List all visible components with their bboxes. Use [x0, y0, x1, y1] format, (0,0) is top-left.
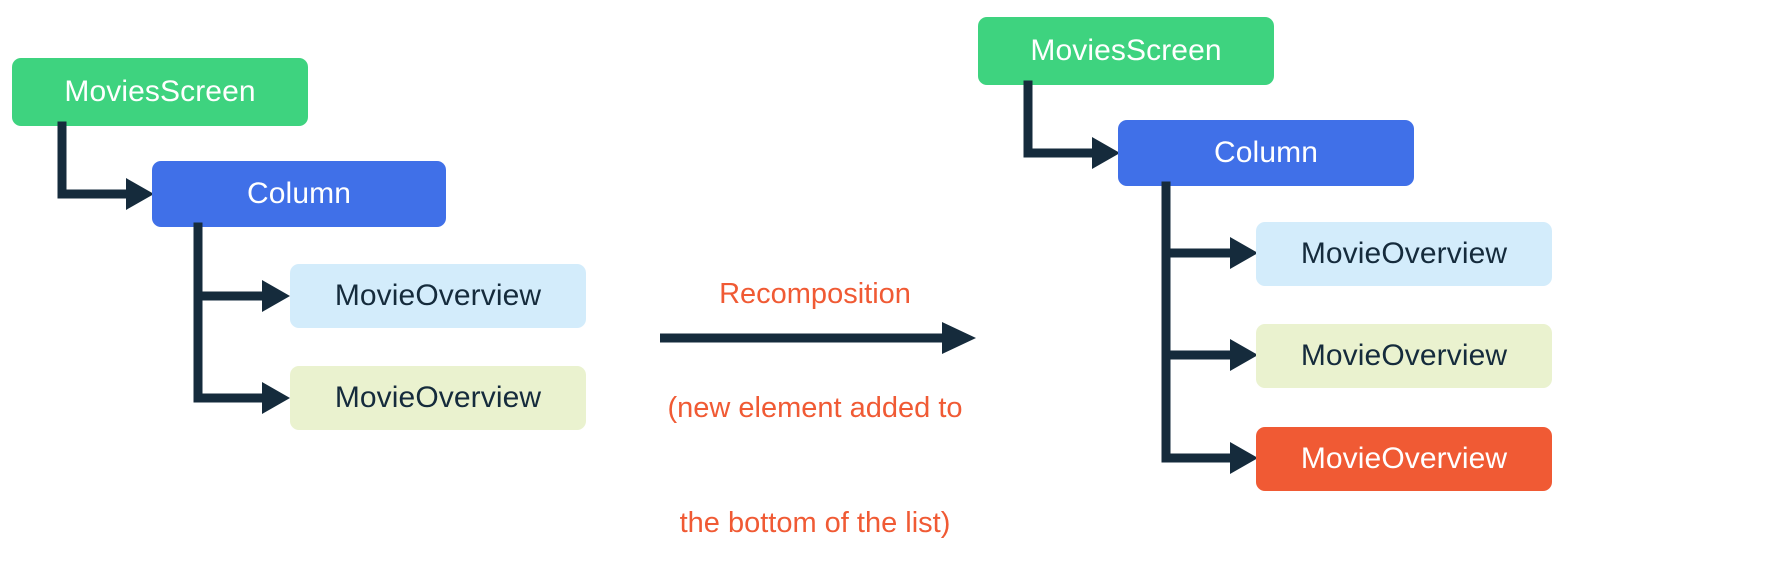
after-node-movie-overview-3[interactable]: MovieOverview — [1256, 427, 1552, 491]
after-movie-overview-1-label: MovieOverview — [1300, 237, 1508, 270]
recomposition-caption-line-3: the bottom of the list) — [679, 507, 951, 540]
after-column-label: Column — [1214, 136, 1318, 169]
recomposition-arrow-icon — [660, 320, 980, 356]
before-column-label: Column — [247, 177, 351, 210]
after-node-column[interactable]: Column — [1118, 120, 1414, 186]
after-node-movies-screen[interactable]: MoviesScreen — [978, 17, 1274, 85]
after-connector-screen-to-column — [1022, 80, 1132, 169]
before-node-movie-overview-1[interactable]: MovieOverview — [290, 264, 586, 328]
before-connector-screen-to-column — [56, 121, 166, 210]
before-movie-overview-1-label: MovieOverview — [334, 279, 542, 312]
before-node-movie-overview-2[interactable]: MovieOverview — [290, 366, 586, 430]
before-node-column[interactable]: Column — [152, 161, 446, 227]
after-movie-overview-2-label: MovieOverview — [1300, 339, 1508, 372]
recomposition-caption-line-1: Recomposition — [719, 277, 911, 310]
after-movie-overview-3-label: MovieOverview — [1300, 442, 1508, 475]
after-movies-screen-label: MoviesScreen — [1030, 34, 1222, 67]
after-connector-column-to-children — [1160, 181, 1270, 476]
before-movie-overview-2-label: MovieOverview — [334, 381, 542, 414]
before-movies-screen-label: MoviesScreen — [64, 75, 256, 108]
before-connector-column-to-children — [192, 222, 302, 417]
recomposition-caption: Recomposition (new element added to the … — [655, 198, 975, 584]
recomposition-caption-line-2: (new element added to — [667, 392, 963, 425]
before-node-movies-screen[interactable]: MoviesScreen — [12, 58, 308, 126]
after-node-movie-overview-2[interactable]: MovieOverview — [1256, 324, 1552, 388]
after-node-movie-overview-1[interactable]: MovieOverview — [1256, 222, 1552, 286]
